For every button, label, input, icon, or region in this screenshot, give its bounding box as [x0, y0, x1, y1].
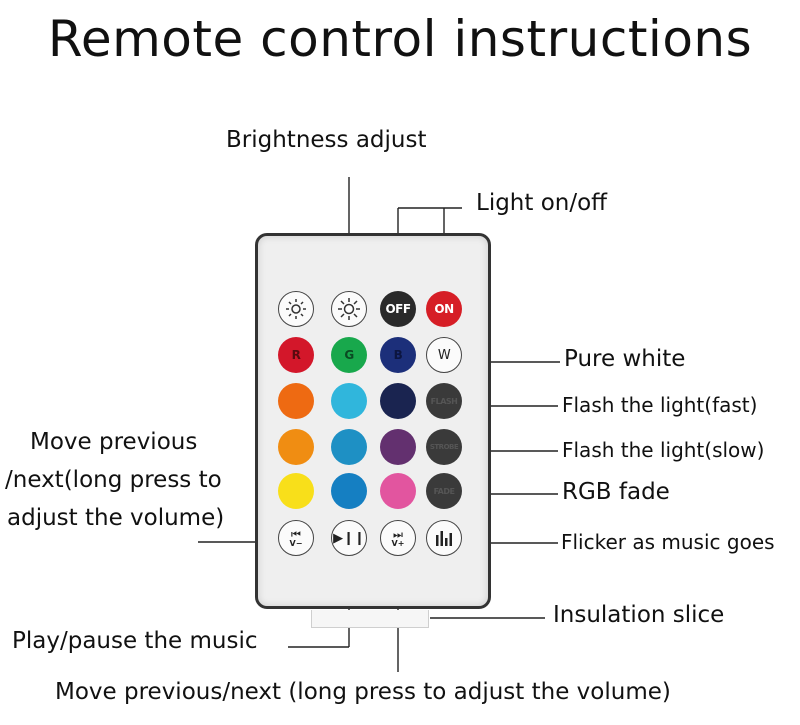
label-brightness-adjust: Brightness adjust — [226, 127, 427, 153]
music-bars-icon — [436, 531, 452, 546]
music-mode-button[interactable] — [426, 520, 462, 556]
label-play-pause: Play/pause the music — [12, 628, 258, 654]
label-insulation-slice: Insulation slice — [553, 602, 725, 628]
next-track-icon: ⏭ — [393, 527, 403, 541]
teal-button[interactable] — [331, 429, 367, 465]
sky-blue-button[interactable] — [331, 473, 367, 509]
next-button[interactable]: ⏭ V+ — [380, 520, 416, 556]
play-pause-icon: ▶❙❙ — [333, 530, 365, 546]
navy-button[interactable] — [380, 383, 416, 419]
off-button-label: OFF — [385, 302, 411, 316]
red-button[interactable]: R — [278, 337, 314, 373]
brightness-down-button[interactable] — [278, 291, 314, 327]
green-button[interactable]: G — [331, 337, 367, 373]
label-pure-white: Pure white — [564, 346, 686, 372]
label-move-left-3: adjust the volume) — [7, 505, 225, 531]
sun-dim-icon — [286, 299, 306, 319]
on-button[interactable]: ON — [426, 291, 462, 327]
strobe-button-label: STROBE — [429, 443, 459, 451]
play-pause-button[interactable]: ▶❙❙ — [331, 520, 367, 556]
purple-button[interactable] — [380, 429, 416, 465]
yellow-button[interactable] — [278, 473, 314, 509]
strobe-button[interactable]: STROBE — [426, 429, 462, 465]
label-flicker-music: Flicker as music goes — [561, 530, 775, 554]
label-rgb-fade: RGB fade — [562, 479, 670, 505]
off-button[interactable]: OFF — [380, 291, 416, 327]
flash-button-label: FLASH — [430, 396, 458, 406]
label-light-on-off: Light on/off — [476, 190, 608, 216]
orange-button[interactable] — [278, 383, 314, 419]
green-button-label: G — [344, 348, 354, 362]
amber-button[interactable] — [278, 429, 314, 465]
fade-button-label: FADE — [433, 486, 455, 496]
sun-bright-icon — [338, 298, 360, 320]
label-move-bottom: Move previous/next (long press to adjust… — [55, 679, 671, 705]
on-button-label: ON — [434, 302, 454, 316]
volume-down-label: V− — [289, 538, 303, 548]
insulation-slice[interactable] — [311, 610, 429, 628]
blue-button-label: B — [393, 348, 403, 362]
label-flash-slow: Flash the light(slow) — [562, 438, 765, 462]
page-title: Remote control instructions — [47, 10, 753, 68]
pink-button[interactable] — [380, 473, 416, 509]
red-button-label: R — [291, 348, 301, 362]
white-button-label: W — [437, 347, 451, 363]
blue-button[interactable]: B — [380, 337, 416, 373]
fade-button[interactable]: FADE — [426, 473, 462, 509]
flash-button[interactable]: FLASH — [426, 383, 462, 419]
prev-track-icon: ⏮ — [291, 527, 301, 541]
light-blue-button[interactable] — [331, 383, 367, 419]
volume-up-label: V+ — [391, 538, 405, 548]
label-flash-fast: Flash the light(fast) — [562, 393, 758, 417]
white-button[interactable]: W — [426, 337, 462, 373]
label-move-left-2: /next(long press to — [5, 467, 222, 493]
label-move-left-1: Move previous — [30, 429, 198, 455]
brightness-up-button[interactable] — [331, 291, 367, 327]
previous-button[interactable]: ⏮ V− — [278, 520, 314, 556]
